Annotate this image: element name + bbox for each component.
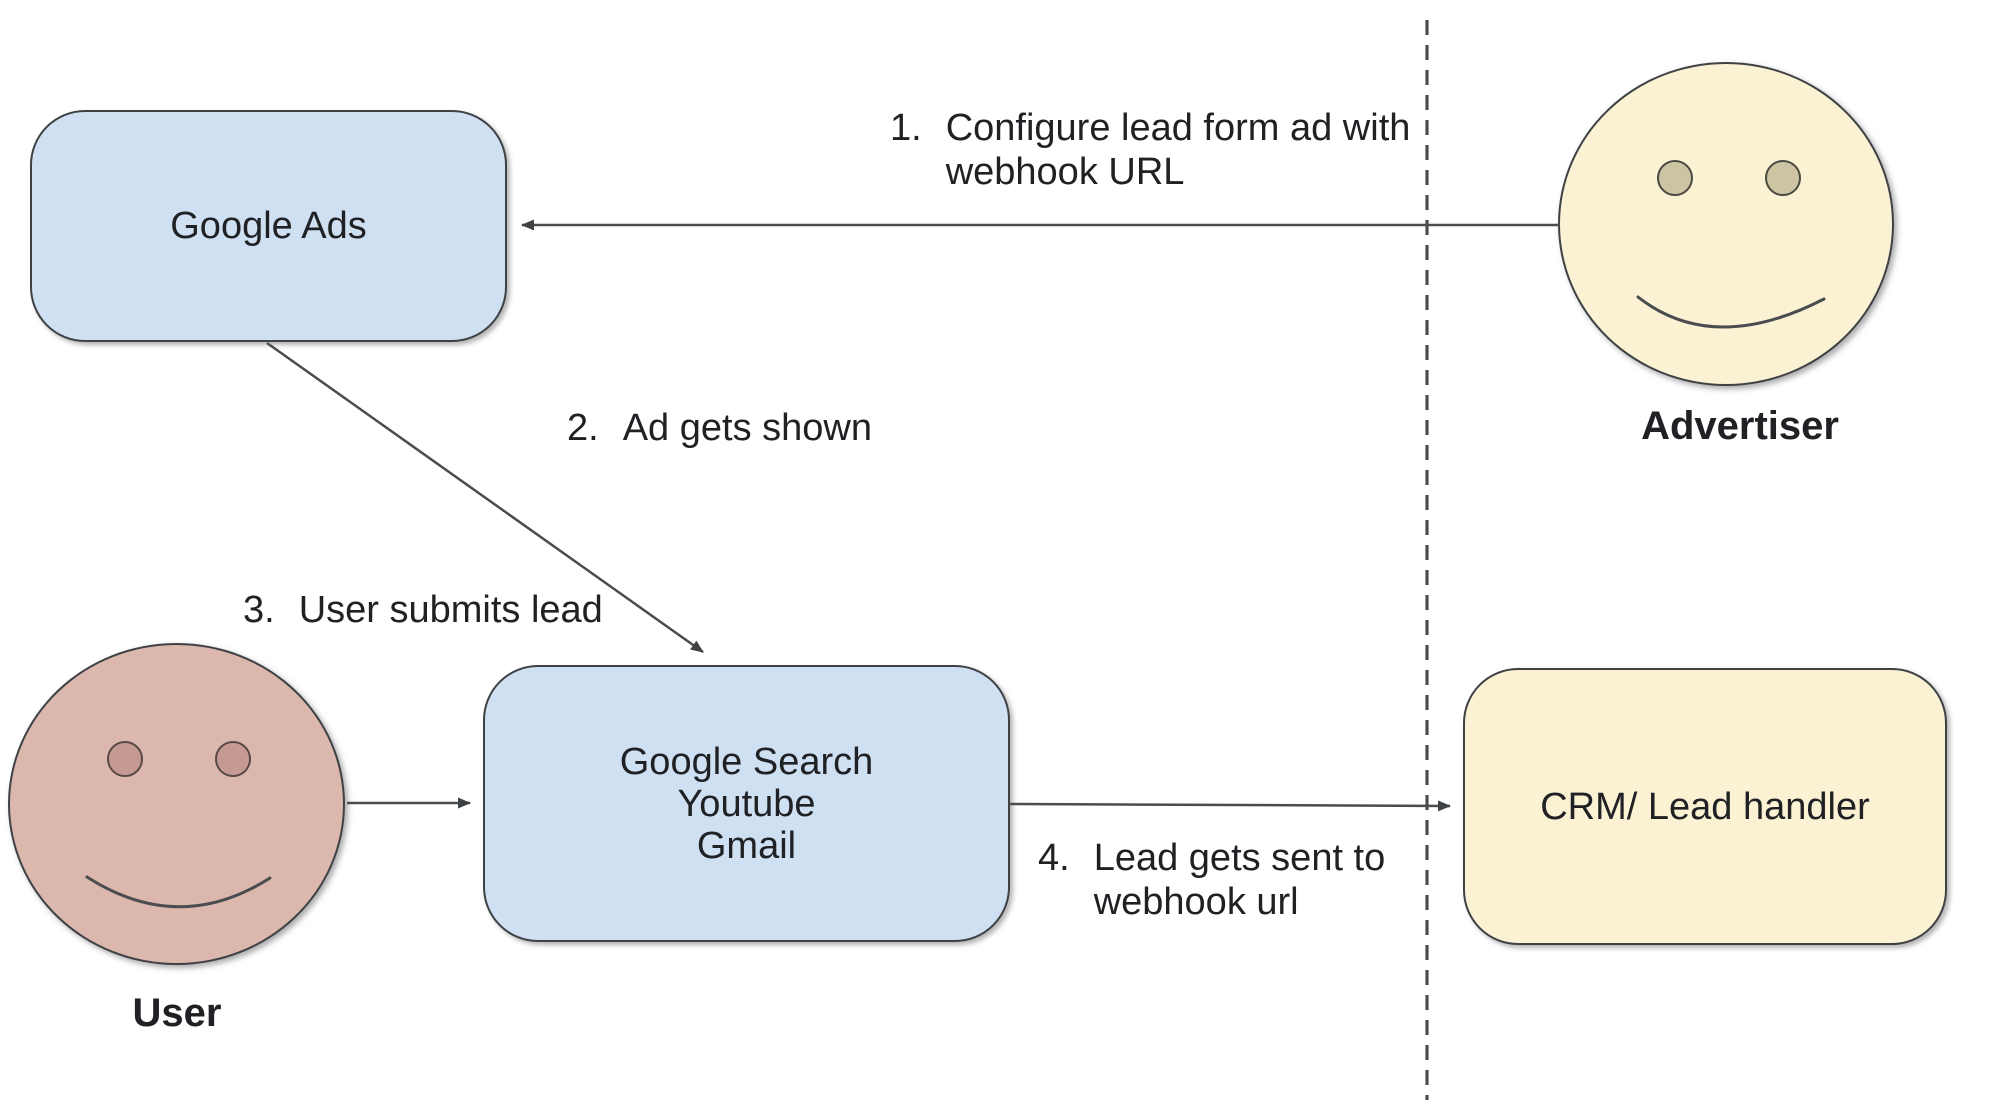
user-right-eye-icon xyxy=(215,741,251,777)
crm-lead-handler-node: CRM/ Lead handler xyxy=(1463,668,1947,945)
step-4-line-2: webhook url xyxy=(1093,881,1299,923)
platforms-line-google-search: Google Search xyxy=(619,740,874,783)
step-2-number: 2. xyxy=(567,407,599,449)
google-platforms-node: Google Search Youtube Gmail xyxy=(483,665,1010,942)
user-left-eye-icon xyxy=(107,741,143,777)
step-4-label: 4. Lead gets sent to webhook url xyxy=(1038,836,1385,924)
platforms-line-gmail: Gmail xyxy=(696,824,797,867)
user-smile-icon xyxy=(85,875,272,909)
google-ads-node: Google Ads xyxy=(30,110,507,342)
platforms-line-youtube: Youtube xyxy=(677,782,816,825)
step-3-label: 3. User submits lead xyxy=(243,588,603,632)
advertiser-right-eye-icon xyxy=(1765,160,1801,196)
step-1-number: 1. xyxy=(890,107,922,149)
arrow-lead-sent-to-webhook xyxy=(1009,800,1451,812)
step-1-line-1: Configure lead form ad with xyxy=(945,107,1411,149)
google-ads-label: Google Ads xyxy=(170,205,367,247)
step-3-line-1: User submits lead xyxy=(298,589,603,631)
advertiser-smile-icon xyxy=(1636,295,1826,329)
step-1-line-2: webhook URL xyxy=(945,151,1185,193)
step-4-line-1: Lead gets sent to xyxy=(1093,837,1386,879)
step-2-label: 2. Ad gets shown xyxy=(567,406,872,450)
step-2-line-1: Ad gets shown xyxy=(622,407,872,449)
step-1-label: 1. Configure lead form ad with webhook U… xyxy=(890,106,1410,194)
advertiser-label: Advertiser xyxy=(1641,404,1839,448)
user-face-icon xyxy=(8,643,345,965)
user-label: User xyxy=(132,991,222,1035)
step-4-number: 4. xyxy=(1038,837,1070,879)
step-3-number: 3. xyxy=(243,589,275,631)
crm-label: CRM/ Lead handler xyxy=(1540,785,1870,828)
advertiser-face-icon xyxy=(1558,62,1894,386)
advertiser-left-eye-icon xyxy=(1657,160,1693,196)
